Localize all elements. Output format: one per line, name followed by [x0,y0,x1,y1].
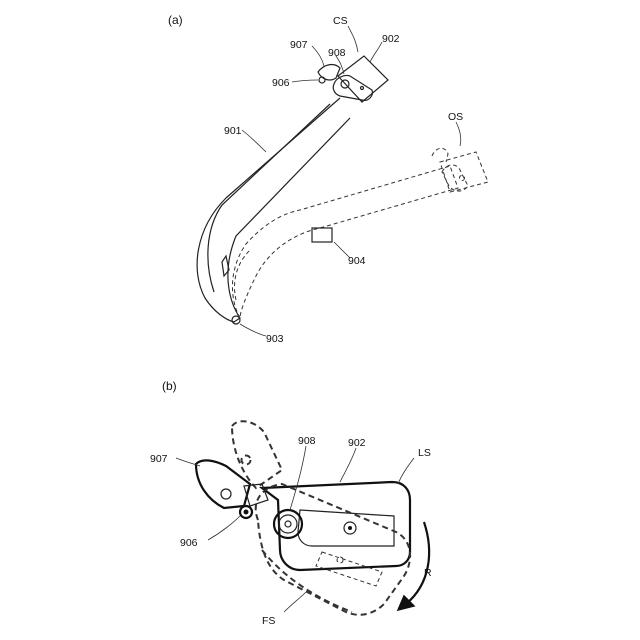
leader-901 [242,130,266,152]
leader-b-908 [290,446,306,510]
panel-a-title: (a) [168,13,183,27]
leader-902 [370,42,382,62]
leader-b-907 [176,458,200,466]
head-902-solid [338,56,388,102]
label-903: 903 [266,333,284,345]
gear-908-inner [279,515,297,533]
component-904 [312,228,332,242]
label-b-907: 907 [150,453,168,465]
leader-os [456,122,461,146]
housing-rotated-edge [262,550,352,612]
label-b-r: R [424,567,432,579]
label-904: 904 [348,255,366,267]
gear-908-hub [285,521,291,527]
housing-inner-plate [298,510,394,546]
panel-b: (b) 908 [150,379,432,627]
latch-907-hole [221,489,231,499]
latch-open-hole [242,456,251,465]
label-b-fs: FS [262,615,275,627]
label-os: OS [448,111,463,123]
label-b-ls: LS [418,447,431,459]
leader-b-ls [398,458,414,484]
label-902: 902 [382,33,400,45]
label-907: 907 [290,39,308,51]
arm-open-dashed-edge [235,250,250,300]
head-open-tab [432,148,448,162]
head-open-dashed [440,152,488,192]
pin-small [361,87,364,90]
leader-cs [348,26,358,52]
leader-907 [312,46,324,66]
label-906: 906 [272,77,290,89]
screw-b1-center [348,526,352,530]
leader-903 [240,324,266,336]
leader-b-906 [208,516,240,540]
leader-b-902 [340,448,356,482]
panel-b-title: (b) [162,379,177,393]
label-b-906: 906 [180,537,198,549]
label-901: 901 [224,125,242,137]
arm-open-dashed [232,166,458,318]
label-cs: CS [333,15,348,27]
head-908-plate [333,75,372,100]
leader-906 [292,80,318,82]
leader-b-fs [284,592,306,612]
arm-901-solid [197,98,350,322]
rotated-pin [337,557,343,563]
latch-open-dashed [232,421,282,488]
label-b-902: 902 [348,437,366,449]
knob-906-center [244,510,249,515]
label-b-908: 908 [298,435,316,447]
label-908: 908 [328,47,346,59]
panel-a: (a) CS 90 [168,13,488,345]
